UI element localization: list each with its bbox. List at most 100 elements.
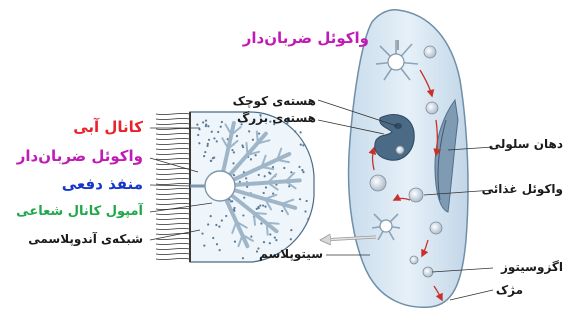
er-dot <box>196 124 198 126</box>
inset-ampulla-label: آمپول کانال شعاعی <box>16 205 143 220</box>
er-dot <box>272 193 274 195</box>
er-dot <box>210 160 212 162</box>
canal-branch <box>254 213 255 225</box>
inset-cilium-hair <box>156 133 190 134</box>
er-dot <box>263 241 265 243</box>
er-dot <box>202 121 204 123</box>
er-dot <box>217 131 219 133</box>
inset-cilium-hair <box>156 138 190 139</box>
er-dot <box>250 235 252 237</box>
er-dot <box>275 239 277 241</box>
er-dot <box>232 162 234 164</box>
er-dot <box>298 166 300 168</box>
canal-branch <box>246 143 247 155</box>
er-dot <box>260 222 262 224</box>
er-dot <box>272 166 274 168</box>
er-dot <box>234 240 236 242</box>
er-dot <box>221 219 223 221</box>
inset-cilium-hair <box>156 193 190 194</box>
er-dot <box>210 215 212 217</box>
er-dot <box>207 125 209 127</box>
er-dot <box>307 218 309 220</box>
er-dot <box>302 144 304 146</box>
er-dot <box>250 158 252 160</box>
cytoplasm-label: سیتوپلاسم <box>259 248 323 262</box>
er-dot <box>269 233 271 235</box>
er-dot <box>213 137 215 139</box>
canal-branch <box>257 131 258 143</box>
er-dot <box>198 142 200 144</box>
inset-cilium-hair <box>156 238 190 239</box>
er-dot <box>204 151 206 153</box>
er-dot <box>205 120 207 122</box>
er-dot <box>290 229 292 231</box>
er-dot <box>248 130 250 132</box>
er-dot <box>265 186 267 188</box>
er-dot <box>258 174 260 176</box>
er-dot <box>233 151 235 153</box>
er-dot <box>299 198 301 200</box>
inset-cilium-hair <box>156 198 190 199</box>
er-dot <box>207 143 209 145</box>
er-dot <box>256 250 258 252</box>
er-dot <box>231 149 233 151</box>
inset-cilium-hair <box>156 253 190 254</box>
er-dot <box>243 197 245 199</box>
er-dot <box>306 200 308 202</box>
canal-branch <box>267 223 268 235</box>
paramecium-cell <box>349 10 468 307</box>
inset-cilium-hair <box>156 173 190 174</box>
macronucleus-label: هسته‌ی بزرگ <box>237 112 316 126</box>
er-dot <box>245 177 247 179</box>
er-dot <box>256 208 258 210</box>
oral-groove-label: دهان سلولی <box>489 138 563 152</box>
inset-vacuole <box>205 171 235 201</box>
inset-cilium-hair <box>156 248 190 249</box>
inset-cilium-hair <box>156 188 190 189</box>
er-dot <box>300 144 302 146</box>
micronucleus-label: هسته‌ی کوچک <box>233 95 316 109</box>
er-dot <box>252 139 254 141</box>
er-dot <box>233 174 235 176</box>
er-dot <box>290 171 292 173</box>
inset-cilium-hair <box>156 123 190 124</box>
inset-contractile-vacuole-label: واکوئل ضربان‌دار <box>17 148 143 165</box>
inset-cilium-hair <box>156 178 190 179</box>
inset-cilium-hair <box>156 183 190 184</box>
inset-cilium-hair <box>156 228 190 229</box>
er-dot <box>211 131 213 133</box>
er-dot <box>242 146 244 148</box>
er-dot <box>206 145 208 147</box>
er-dot <box>236 135 238 137</box>
er-dot <box>208 139 210 141</box>
er-dot <box>268 172 270 174</box>
inset-cilium-hair <box>156 243 190 244</box>
er-dot <box>221 121 223 123</box>
er-dot <box>218 226 220 228</box>
er-dot <box>220 126 222 128</box>
er-dot <box>269 242 271 244</box>
micronucleus <box>394 123 402 129</box>
er-dot <box>205 125 207 127</box>
inset-cilium-hair <box>156 233 190 234</box>
er-dot <box>233 207 235 209</box>
er-dot <box>281 210 283 212</box>
canal-branch <box>267 223 279 224</box>
exocytosis-label: اگزوسیتوز <box>501 261 563 275</box>
er-dot <box>262 204 264 206</box>
er-dot <box>258 132 260 134</box>
er-dot <box>203 155 205 157</box>
er-dot <box>201 232 203 234</box>
er-dot <box>301 169 303 171</box>
er-dot <box>274 236 276 238</box>
er-dot <box>242 214 244 216</box>
inset-cilium-hair <box>156 118 190 119</box>
er-dot <box>264 206 266 208</box>
er-dot <box>198 128 200 130</box>
er-dot <box>203 245 205 247</box>
contractile-vacuole-top-label: واکوئل ضربان‌دار <box>243 30 369 47</box>
inset-cilium-hair <box>156 153 190 154</box>
er-dot <box>216 243 218 245</box>
inset-cilium-hair <box>156 128 190 129</box>
